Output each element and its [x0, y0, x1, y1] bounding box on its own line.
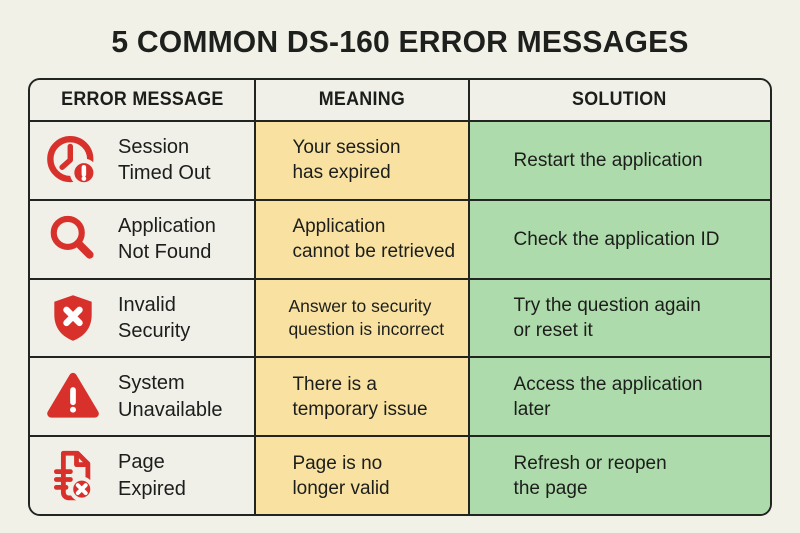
table-row-session-timed-out: Session Timed Out Your session has expir…	[30, 120, 770, 199]
error-label: Invalid Security	[118, 293, 191, 342]
error-cell: Session Timed Out	[30, 122, 257, 199]
table-row-invalid-security: Invalid Security Answer to security ques…	[30, 277, 770, 357]
meaning-cell: Your session has expired	[256, 122, 470, 199]
solution-cell: Try the question again or reset it	[469, 279, 770, 357]
error-label: Session Timed Out	[118, 136, 211, 185]
page-x-icon	[42, 448, 104, 504]
column-header-solution: SOLUTION	[469, 80, 770, 120]
error-cell: Application Not Found	[30, 200, 257, 278]
table-row-page-expired: Page Expired Page is no longer valid Ref…	[30, 435, 770, 514]
column-header-error-message: ERROR MESSAGE	[30, 80, 257, 120]
error-cell: System Unavailable	[30, 358, 257, 436]
column-header-meaning: MEANING	[256, 80, 470, 120]
clock-alert-icon	[42, 131, 104, 189]
meaning-cell: Page is no longer valid	[256, 437, 470, 514]
warning-triangle-icon	[42, 369, 104, 425]
meaning-cell: There is a temporary issue	[256, 358, 470, 436]
page-title: 5 COMMON DS-160 ERROR MESSAGES	[111, 24, 689, 59]
solution-cell: Restart the application	[469, 122, 770, 199]
table-header-row: ERROR MESSAGE MEANING SOLUTION	[30, 80, 770, 120]
error-label: Page Expired	[118, 451, 186, 500]
shield-x-icon	[42, 292, 104, 344]
error-cell: Page Expired	[30, 437, 257, 514]
table-row-system-unavailable: System Unavailable There is a temporary …	[30, 356, 770, 436]
error-label: Application Not Found	[118, 214, 216, 264]
solution-cell: Check the application ID	[469, 200, 770, 278]
solution-cell: Access the application later	[469, 358, 770, 436]
error-message-table: ERROR MESSAGE MEANING SOLUTION Session T…	[28, 78, 772, 516]
error-cell: Invalid Security	[30, 279, 257, 357]
magnifier-icon	[42, 211, 104, 267]
error-label: System Unavailable	[118, 372, 223, 421]
meaning-cell: Answer to security question is incorrect	[256, 279, 470, 357]
meaning-cell: Application cannot be retrieved	[256, 200, 470, 278]
table-row-application-not-found: Application Not Found Application cannot…	[30, 198, 770, 278]
solution-cell: Refresh or reopen the page	[469, 437, 770, 514]
